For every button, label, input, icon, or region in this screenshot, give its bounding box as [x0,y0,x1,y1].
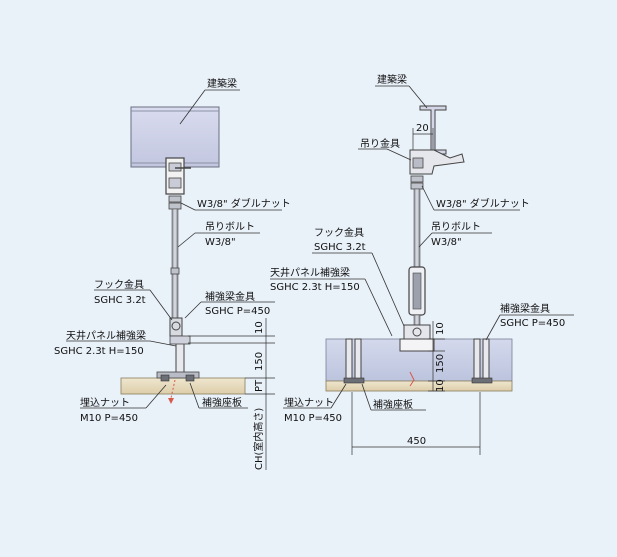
left-embed-nut-title: 埋込ナット [80,397,130,409]
right-hanger-bolt-title: 吊りボルト [431,221,481,233]
left-ceiling-panel-beam-spec: SGHC 2.3t H=150 [54,346,144,357]
right-reinforce-fitting-spec: SGHC P=450 [500,318,565,329]
left-dimensions [188,318,275,470]
left-building-beam-leader [179,89,206,125]
left-hanger-bolt-spec: W3/8" [205,237,236,248]
left-detail: 建築梁 W3/8" ダブルナット 吊りボルト W3/8" フック金具 SGHC … [54,77,291,470]
right-dim-20: 20 [416,123,429,134]
right-double-nut-label: W3/8" ダブルナット [436,197,530,210]
left-double-nut-label: W3/8" ダブルナット [197,197,291,210]
right-dim-10-bottom: 10 [435,379,446,392]
left-dim-10: 10 [254,321,265,334]
right-dimensions [351,321,481,455]
right-dim-150: 150 [435,354,446,373]
left-base-plate-label: 補強座板 [202,396,242,409]
right-hook-fitting-title: フック金具 [314,226,364,239]
left-building-beam-label: 建築梁 [207,77,237,90]
right-base-plate-label: 補強座板 [373,398,413,411]
left-hook-fitting-spec: SGHC 3.2t [94,295,146,306]
left-dim-150: 150 [254,352,265,371]
right-ceiling-panel-beam-title: 天井パネル補強梁 [270,266,350,279]
left-double-nut [168,195,182,203]
left-hanger-bolt [171,208,179,322]
right-double-nut [410,175,424,183]
right-dim-10-top: 10 [435,322,446,335]
left-embed-nut-spec: M10 P=450 [80,413,138,424]
left-dim-pt: PT [254,379,265,392]
right-hanger-fitting-label: 吊り金具 [360,137,400,150]
right-hanger-fitting [409,149,465,175]
left-hook-fitting-title: フック金具 [94,278,144,291]
left-ceiling-panel [120,377,246,395]
left-hanger-bolt-title: 吊りボルト [205,221,255,233]
right-embed-nut-spec: M10 P=450 [284,413,342,424]
right-building-beam-label: 建築梁 [377,73,407,86]
left-reinforce-fitting-title: 補強梁金具 [205,290,255,303]
right-detail: 建築梁 20 吊り金具 W3/8" ダブルナット 吊りボルト W3/8" [270,73,574,455]
right-embed-nut-title: 埋込ナット [284,397,334,409]
right-panel-center-fitting [399,338,435,352]
left-ceiling-panel-beam-title: 天井パネル補強梁 [66,329,146,342]
right-dim-450: 450 [407,436,426,447]
left-reinforce-fitting-spec: SGHC P=450 [205,306,270,317]
right-hanger-bolt [413,188,421,268]
right-hook-fitting [403,324,431,340]
ch-label: CH(室内高さ) [252,408,265,470]
left-building-beam [130,106,220,168]
right-ceiling-panel-beam-spec: SGHC 2.3t H=150 [270,282,360,293]
right-reinforce-fitting-title: 補強梁金具 [500,302,550,315]
right-hook-fitting-spec: SGHC 3.2t [314,242,366,253]
right-hanger-bolt-spec: W3/8" [431,237,462,248]
